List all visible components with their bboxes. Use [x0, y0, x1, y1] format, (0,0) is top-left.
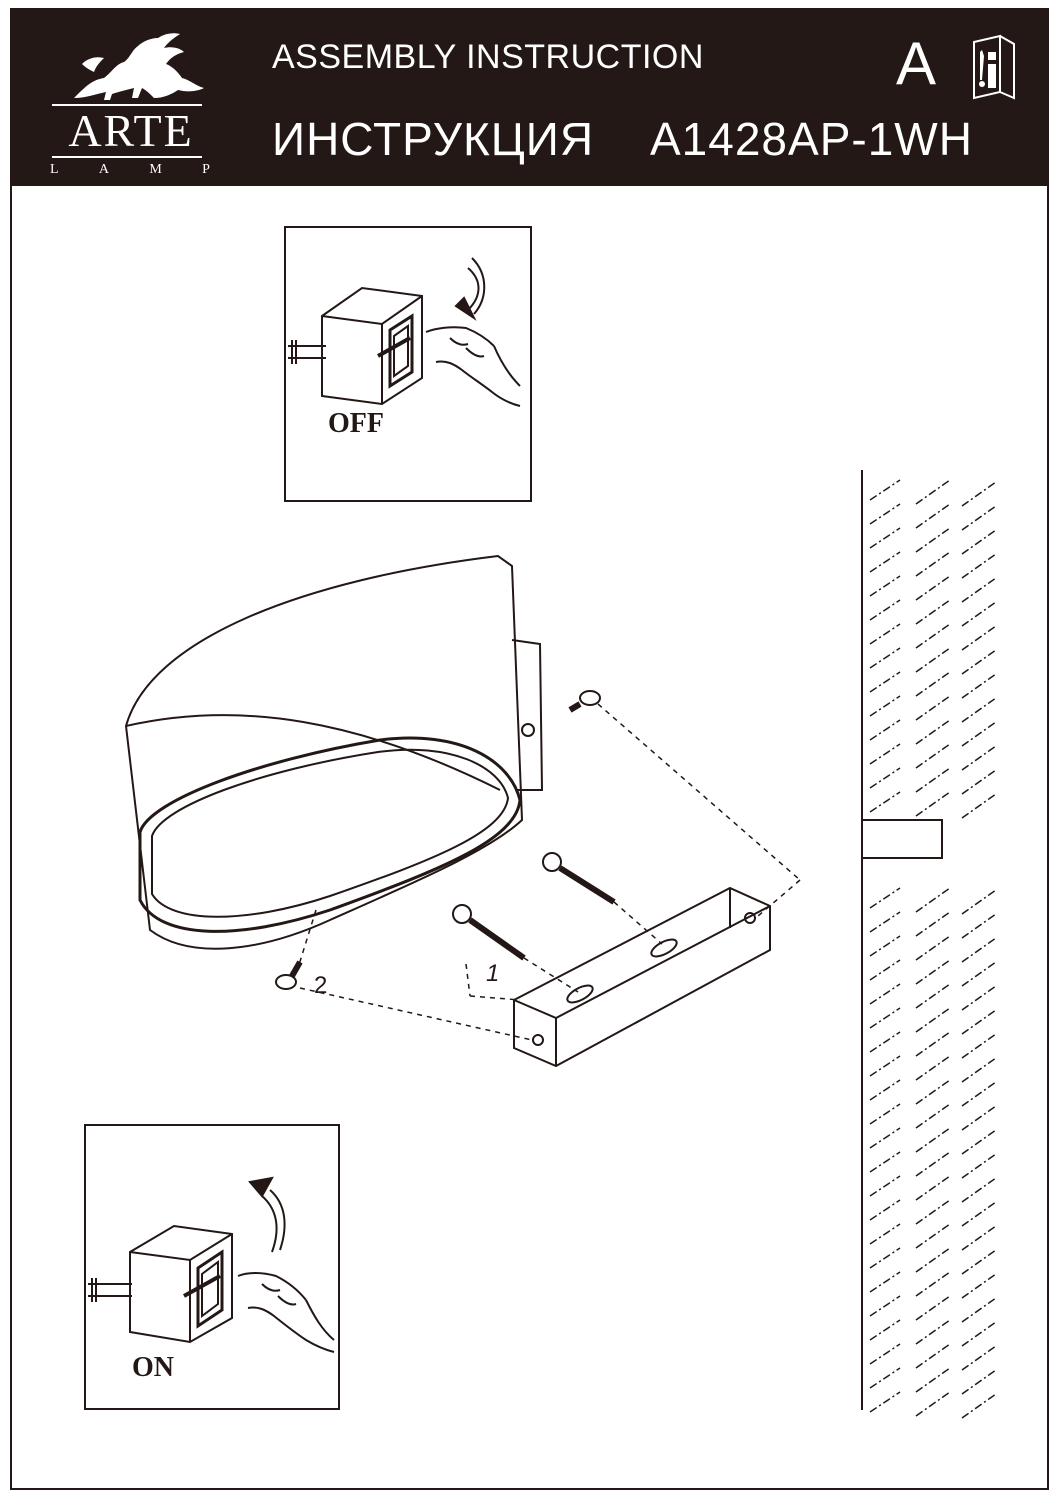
- logo-sub-letter: A: [98, 162, 110, 177]
- griffin-icon: [74, 33, 204, 100]
- off-label: OFF: [328, 408, 384, 439]
- step-2-label: 2: [314, 972, 328, 999]
- manual-info-icon: [973, 34, 1015, 100]
- language-letter: A: [896, 30, 937, 97]
- switch-on-panel: ON: [84, 1124, 340, 1410]
- logo-sub-letter: M: [149, 162, 162, 177]
- logo-sub-letter: P: [202, 162, 210, 177]
- step-1-label: 1: [486, 960, 500, 987]
- title-russian: ИНСТРУКЦИЯ: [272, 113, 595, 165]
- model-number: A1428AP-1WH: [650, 113, 973, 165]
- on-label: ON: [132, 1352, 174, 1383]
- logo-rule-bottom: [52, 156, 202, 158]
- switch-on-illustration: [88, 1176, 335, 1353]
- logo-subtitle: L A M P: [50, 162, 210, 178]
- header-bar: ARTE L A M P ASSEMBLY INSTRUCTION ИНСТРУ…: [10, 8, 1049, 186]
- logo-sub-letter: L: [50, 162, 59, 177]
- switch-off-illustration: [288, 257, 521, 407]
- title-english: ASSEMBLY INSTRUCTION: [272, 38, 704, 76]
- logo-rule-top: [52, 104, 202, 106]
- switch-off-panel: OFF: [284, 226, 532, 502]
- brand-logo: ARTE L A M P: [46, 28, 216, 183]
- logo-word: ARTE: [68, 105, 194, 156]
